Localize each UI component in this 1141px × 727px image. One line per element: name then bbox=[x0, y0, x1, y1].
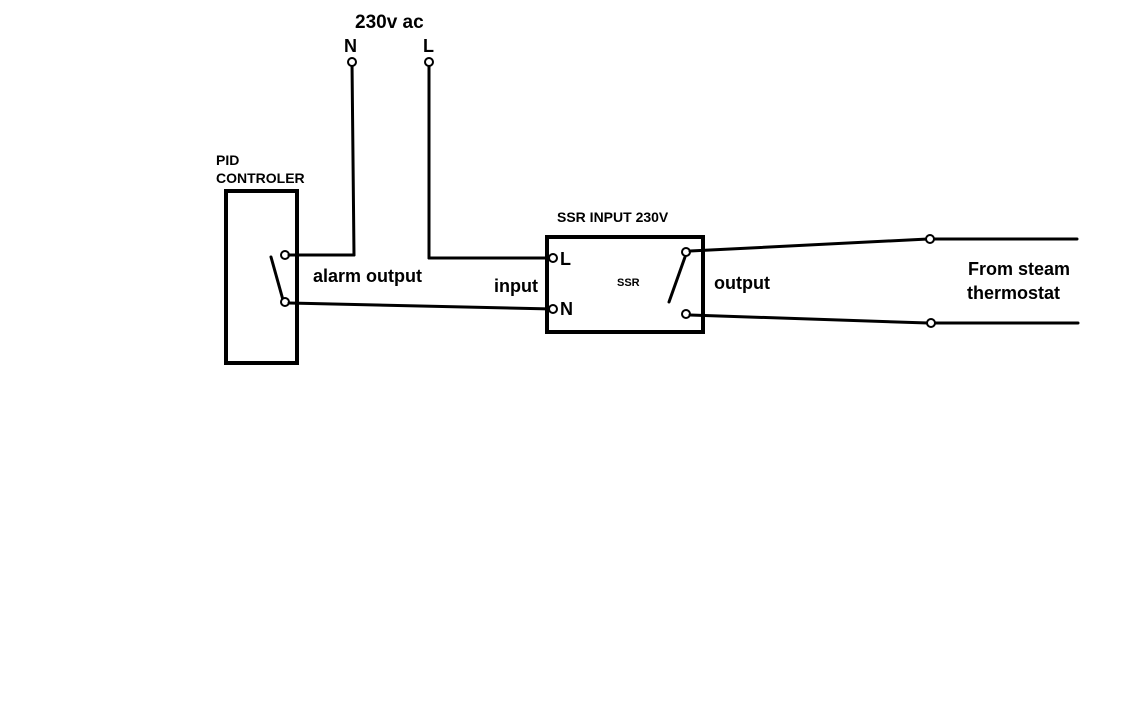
neutral-wire bbox=[350, 60, 356, 257]
ssr-title: SSR INPUT 230V bbox=[557, 209, 669, 225]
ssr-input-n-label: N bbox=[560, 299, 573, 319]
pid-alarm-wire-bottom bbox=[287, 301, 555, 311]
supply-line-label: L bbox=[423, 36, 434, 56]
pid-relay-contact bbox=[269, 255, 285, 302]
pid-title-line1: PID bbox=[216, 152, 239, 168]
ssr-input-label: input bbox=[494, 276, 538, 296]
ssr-center-label: SSR bbox=[617, 277, 640, 289]
thermostat-terminal-bottom bbox=[926, 318, 936, 328]
thermostat-terminal-top bbox=[925, 234, 935, 244]
output-wire-top bbox=[688, 237, 930, 253]
supply-title: 230v ac bbox=[355, 12, 424, 33]
thermostat-label-line2: thermostat bbox=[967, 283, 1060, 303]
line-supply-terminal bbox=[424, 57, 434, 67]
supply-neutral-label: N bbox=[344, 36, 357, 56]
pid-controller-box bbox=[224, 189, 299, 365]
ssr-box bbox=[545, 235, 705, 334]
ssr-output-contact bbox=[667, 255, 687, 304]
ssr-output-terminal-top bbox=[681, 247, 691, 257]
ssr-output-terminal-bottom bbox=[681, 309, 691, 319]
pid-terminal-bottom bbox=[280, 297, 290, 307]
ssr-input-n-terminal bbox=[548, 304, 558, 314]
ssr-input-l-label: L bbox=[560, 249, 571, 269]
output-wire-bottom bbox=[688, 313, 930, 325]
thermostat-label-line1: From steam bbox=[968, 259, 1070, 279]
pid-title-line2: CONTROLER bbox=[216, 170, 305, 186]
neutral-supply-terminal bbox=[347, 57, 357, 67]
ssr-input-l-terminal bbox=[548, 253, 558, 263]
alarm-output-label: alarm output bbox=[313, 266, 422, 286]
ssr-output-label: output bbox=[714, 273, 770, 293]
